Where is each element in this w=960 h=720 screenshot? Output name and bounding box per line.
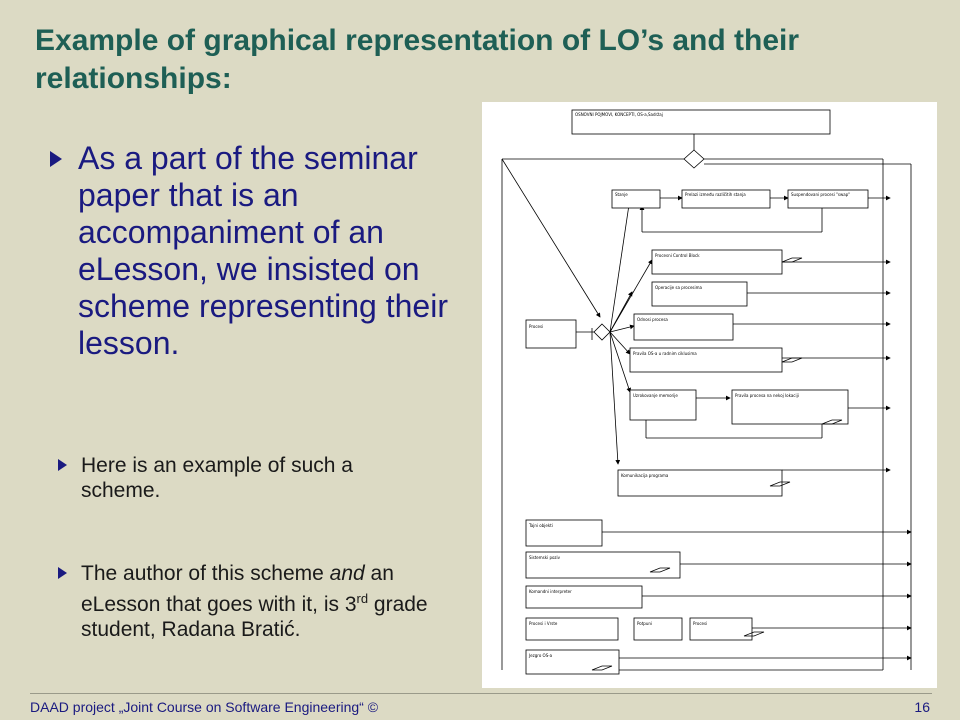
branch-label: Uzrokovanje memorije bbox=[633, 393, 678, 398]
bottom-row-label: Procesi bbox=[693, 621, 707, 626]
sub-bullet-text: Here is an example of such a scheme. bbox=[81, 454, 353, 502]
branch-label: Operacije sa procesima bbox=[655, 285, 703, 290]
top-diamond bbox=[683, 149, 705, 169]
bullet-arrow-icon bbox=[50, 151, 62, 167]
row1-label: Suspendovani procesi "swap" bbox=[791, 192, 850, 197]
document-flag-icon bbox=[591, 665, 613, 671]
doc-flag-icons bbox=[591, 257, 843, 671]
footer-text: DAAD project „Joint Course on Software E… bbox=[30, 699, 379, 715]
kom-label: Komunikacija programa bbox=[621, 473, 669, 478]
document-flag-icon bbox=[743, 631, 765, 637]
sub-bullet-example: Here is an example of such a scheme. bbox=[58, 453, 438, 503]
document-flag-icon bbox=[781, 257, 803, 263]
branch-label: Pravila procesa na nekoj lokaciji bbox=[735, 393, 799, 398]
lower-label: Sistemski poziv bbox=[529, 555, 561, 560]
branch-label: Odnosi procesa bbox=[637, 317, 668, 322]
diagram-connectors bbox=[501, 134, 912, 671]
diagram-boxes bbox=[525, 109, 869, 675]
row1-label: Stanje bbox=[615, 192, 628, 197]
lower-label: Komandni interpreter bbox=[529, 589, 572, 594]
bullet-arrow-icon bbox=[58, 459, 67, 471]
bottom-row-label: Procesi i Vrste bbox=[529, 621, 558, 626]
document-flag-icon bbox=[769, 481, 791, 487]
page-number: 16 bbox=[914, 699, 930, 715]
bullet-arrow-icon bbox=[58, 567, 67, 579]
top-box-label: OSNOVNI POJMOVI, KONCEPTI, OS-a,Sadržaj bbox=[575, 112, 663, 117]
branch-label: Pravila OS-a u radnim ciklusima bbox=[633, 351, 697, 356]
lower-label: Tajni objekti bbox=[528, 523, 553, 528]
scheme-diagram: OSNOVNI POJMOVI, KONCEPTI, OS-a,Sadržaj … bbox=[482, 102, 937, 688]
branch-label: Procesni Control Block bbox=[655, 253, 700, 258]
main-bullet-text: As a part of the seminar paper that is a… bbox=[78, 140, 448, 361]
main-bullet-list: As a part of the seminar paper that is a… bbox=[50, 140, 490, 362]
last-label: Jezgro OS-a bbox=[528, 653, 553, 658]
slide-title: Example of graphical representation of L… bbox=[35, 24, 800, 96]
document-flag-icon bbox=[821, 419, 843, 425]
scheme-diagram-svg: OSNOVNI POJMOVI, KONCEPTI, OS-a,Sadržaj … bbox=[501, 109, 912, 675]
footer-divider bbox=[30, 693, 932, 694]
document-flag-icon bbox=[649, 567, 671, 573]
sub-bullet-author: The author of this scheme and an eLesson… bbox=[58, 561, 438, 642]
document-flag-icon bbox=[781, 357, 803, 363]
bottom-row-label: Potpuni bbox=[637, 621, 652, 626]
main-bullet: As a part of the seminar paper that is a… bbox=[50, 140, 490, 362]
row1-label: Prelazi između različitih stanja bbox=[685, 192, 746, 197]
proces-diamond bbox=[593, 323, 611, 341]
proces-label: Procesi bbox=[529, 324, 543, 329]
sub-bullet-text: The author of this scheme and an eLesson… bbox=[81, 562, 428, 641]
diagram-labels: OSNOVNI POJMOVI, KONCEPTI, OS-a,Sadržaj … bbox=[528, 112, 850, 658]
